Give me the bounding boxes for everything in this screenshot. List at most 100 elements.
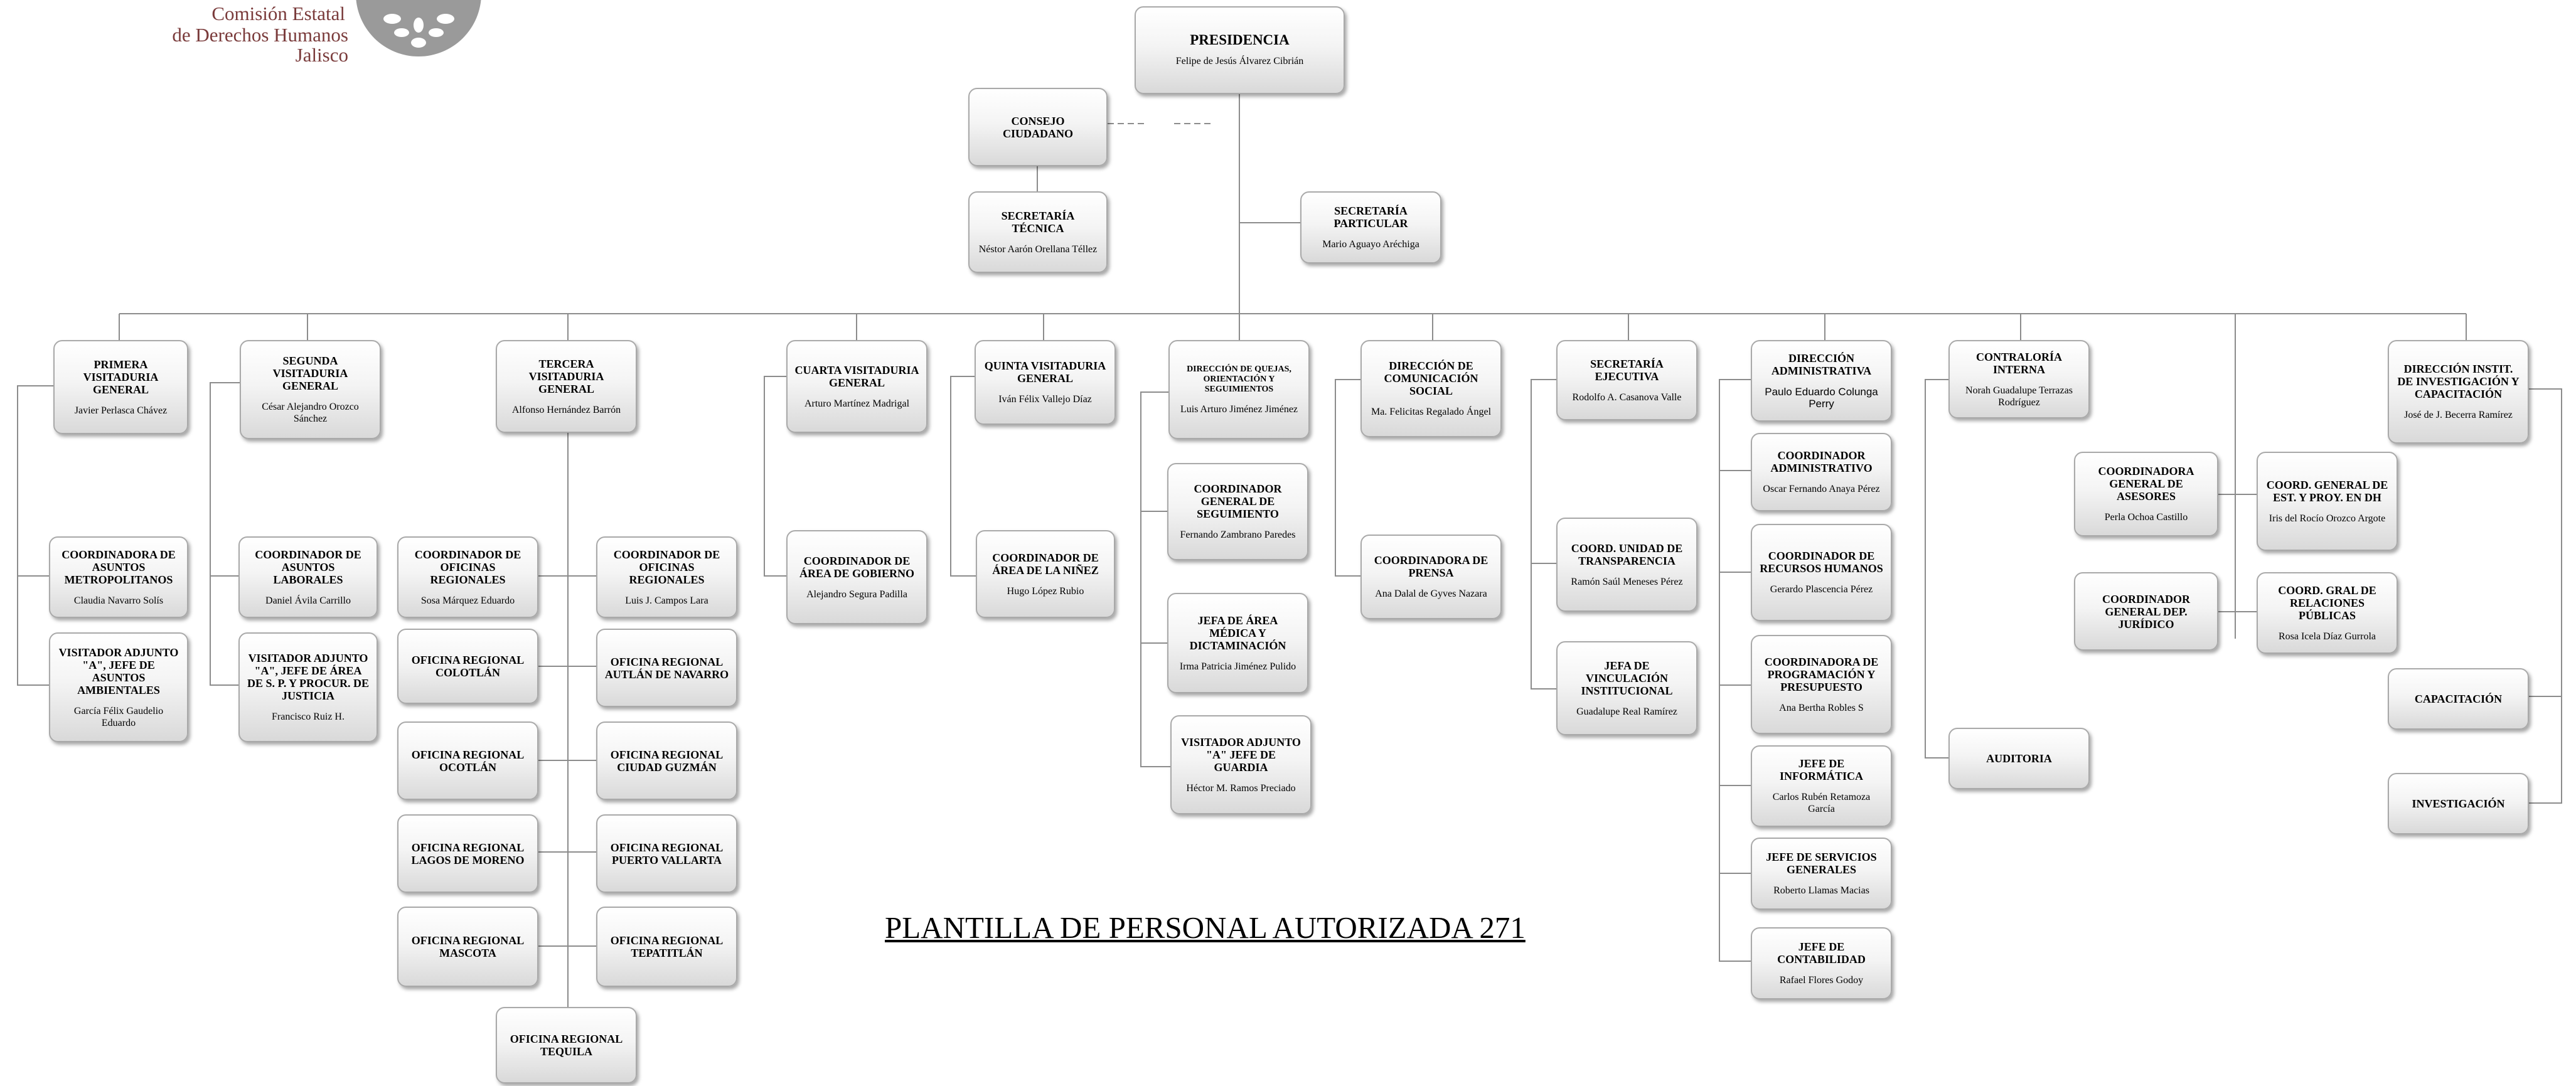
node-direccion-administrativa[interactable]: DIRECCIÓN ADMINISTRATIVA Paulo Eduardo C… [1751,340,1892,422]
node-coord-asuntos-laborales[interactable]: COORDINADOR DE ASUNTOS LABORALES Daniel … [238,536,378,618]
node-coord-juridico[interactable]: COORDINADOR GENERAL DEP. JURÍDICO [2074,572,2218,651]
node-person: Luis J. Campos Lara [625,595,708,606]
node-person: Ana Bertha Robles S [1779,702,1864,713]
node-oficina-tequila[interactable]: OFICINA REGIONAL TEQUILA [496,1007,637,1083]
node-person: Perla Ochoa Castillo [2104,512,2188,523]
node-tercera-visitaduria[interactable]: TERCERA VISITADURIA GENERAL Alfonso Hern… [496,340,637,433]
node-title: OFICINA REGIONAL LAGOS DE MORENO [411,841,525,866]
node-coord-estudios-dh[interactable]: COORD. GENERAL DE EST. Y PROY. EN DH Iri… [2257,452,2398,551]
node-oficina-autlan[interactable]: OFICINA REGIONAL AUTLÁN DE NAVARRO [596,629,737,707]
node-person: Gerardo Plascencia Pérez [1770,584,1873,595]
node-direccion-comunicacion[interactable]: DIRECCIÓN DE COMUNICACIÓN SOCIAL Ma. Fel… [1360,340,1502,437]
node-person: Mario Aguayo Aréchiga [1322,239,1419,250]
node-jefa-area-medica[interactable]: JEFA DE ÁREA MÉDICA Y DICTAMINACIÓN Irma… [1167,593,1308,693]
node-coord-administrativo[interactable]: COORDINADOR ADMINISTRATIVO Oscar Fernand… [1751,433,1892,511]
node-title: CUARTA VISITADURIA GENERAL [794,363,919,389]
node-title: COORDINADOR DE ÁREA DE GOBIERNO [799,554,915,580]
node-coord-asuntos-metropolitanos[interactable]: COORDINADORA DE ASUNTOS METROPOLITANOS C… [49,536,188,618]
node-coord-relaciones-publicas[interactable]: COORD. GRAL DE RELACIONES PÚBLICAS Rosa … [2257,572,2398,654]
node-oficina-vallarta[interactable]: OFICINA REGIONAL PUERTO VALLARTA [596,814,737,893]
node-secretaria-tecnica[interactable]: SECRETARÍA TÉCNICA Néstor Aarón Orellana… [968,191,1108,273]
node-secretaria-ejecutiva[interactable]: SECRETARÍA EJECUTIVA Rodolfo A. Casanova… [1556,340,1697,420]
node-title: SECRETARÍA EJECUTIVA [1590,357,1664,383]
node-coord-asesores[interactable]: COORDINADORA GENERAL DE ASESORES Perla O… [2074,452,2218,536]
node-oficina-tepatitlan[interactable]: OFICINA REGIONAL TEPATITLÁN [596,907,737,987]
node-title: SECRETARÍA PARTICULAR [1333,205,1408,230]
node-title: VISITADOR ADJUNTO "A" JEFE DE GUARDIA [1181,735,1301,774]
node-title: COORDINADOR GENERAL DEP. JURÍDICO [2102,592,2190,631]
node-coord-area-gobierno[interactable]: COORDINADOR DE ÁREA DE GOBIERNO Alejandr… [786,530,927,624]
node-visitador-guardia[interactable]: VISITADOR ADJUNTO "A" JEFE DE GUARDIA Hé… [1170,715,1312,814]
node-title: JEFE DE INFORMÁTICA [1780,757,1863,782]
node-investigacion[interactable]: INVESTIGACIÓN [2388,773,2529,834]
node-title: CAPACITACIÓN [2414,693,2503,705]
hands-emblem-icon [356,0,481,56]
node-jefe-contabilidad[interactable]: JEFE DE CONTABILIDAD Rafael Flores Godoy [1751,927,1892,999]
node-direccion-quejas[interactable]: DIRECCIÓN DE QUEJAS, ORIENTACIÓN Y SEGUI… [1168,340,1310,439]
node-primera-visitaduria[interactable]: PRIMERA VISITADURIA GENERAL Javier Perla… [53,340,188,434]
node-auditoria[interactable]: AUDITORIA [1948,728,2090,789]
node-coord-transparencia[interactable]: COORD. UNIDAD DE TRANSPARENCIA Ramón Saú… [1556,518,1697,612]
node-secretaria-particular[interactable]: SECRETARÍA PARTICULAR Mario Aguayo Aréch… [1300,191,1441,264]
node-capacitacion[interactable]: CAPACITACIÓN [2388,668,2529,730]
node-direccion-instituto[interactable]: DIRECCIÓN INSTIT. DE INVESTIGACIÓN Y CAP… [2388,340,2529,444]
node-person: José de J. Becerra Ramírez [2404,410,2513,420]
node-title: OFICINA REGIONAL PUERTO VALLARTA [610,841,724,866]
node-coord-oficinas-regionales-1[interactable]: COORDINADOR DE OFICINAS REGIONALES Sosa … [397,536,538,618]
node-person: Rosa Icela Díaz Gurrola [2278,631,2376,642]
node-title: COORDINADOR DE ÁREA DE LA NIÑEZ [992,551,1099,577]
node-jefe-servicios-generales[interactable]: JEFE DE SERVICIOS GENERALES Roberto Llam… [1751,838,1892,910]
node-person: Paulo Eduardo Colunga Perry [1765,386,1878,410]
node-title: COORDINADORA GENERAL DE ASESORES [2098,465,2194,503]
node-title: COORDINADOR DE OFICINAS REGIONALES [414,548,521,586]
node-person: Irma Patricia Jiménez Pulido [1179,661,1296,672]
node-title: COORDINADORA DE ASUNTOS METROPOLITANOS [61,548,176,586]
node-contraloria-interna[interactable]: CONTRALORÍA INTERNA Norah Guadalupe Terr… [1948,340,2090,418]
node-quinta-visitaduria[interactable]: QUINTA VISITADURIA GENERAL Iván Félix Va… [975,340,1116,425]
node-person: Néstor Aarón Orellana Téllez [978,243,1098,255]
node-visitador-justicia[interactable]: VISITADOR ADJUNTO "A", JEFE DE ÁREA DE S… [238,632,378,742]
node-title: COORDINADOR DE ASUNTOS LABORALES [255,548,361,586]
node-oficina-guzman[interactable]: OFICINA REGIONAL CIUDAD GUZMÁN [596,721,737,800]
node-person: Iván Félix Vallejo Díaz [998,394,1092,405]
node-jefa-vinculacion[interactable]: JEFA DE VINCULACIÓN INSTITUCIONAL Guadal… [1556,641,1697,735]
node-oficina-mascota[interactable]: OFICINA REGIONAL MASCOTA [397,907,538,987]
node-consejo-ciudadano[interactable]: CONSEJO CIUDADANO [968,88,1108,166]
node-title: JEFE DE SERVICIOS GENERALES [1766,851,1877,876]
node-person: Norah Guadalupe Terrazas Rodríguez [1965,385,2073,408]
node-title: CONSEJO CIUDADANO [1003,114,1073,140]
node-title: OFICINA REGIONAL CIUDAD GUZMÁN [610,748,724,774]
node-person: Daniel Ávila Carrillo [265,595,351,606]
node-oficina-colotlan[interactable]: OFICINA REGIONAL COLOTLÁN [397,629,538,704]
node-person: Héctor M. Ramos Preciado [1186,782,1296,794]
node-person: Hugo López Rubio [1007,585,1084,597]
node-coord-seguimiento[interactable]: COORDINADOR GENERAL DE SEGUIMIENTO Ferna… [1167,463,1308,560]
node-person: Rodolfo A. Casanova Valle [1572,391,1682,403]
node-title: OFICINA REGIONAL COLOTLÁN [411,654,525,679]
node-title: TERCERA VISITADURIA GENERAL [528,357,604,395]
node-title: OFICINA REGIONAL MASCOTA [411,934,525,959]
node-coord-oficinas-regionales-2[interactable]: COORDINADOR DE OFICINAS REGIONALES Luis … [596,536,737,618]
node-coord-area-ninez[interactable]: COORDINADOR DE ÁREA DE LA NIÑEZ Hugo Lóp… [976,530,1115,618]
node-person: Ma. Felicitas Regalado Ángel [1371,407,1492,417]
node-title: COORDINADOR DE OFICINAS REGIONALES [613,548,720,586]
node-cuarta-visitaduria[interactable]: CUARTA VISITADURIA GENERAL Arturo Martín… [786,340,927,433]
node-title: DIRECCIÓN INSTIT. DE INVESTIGACIÓN Y CAP… [2397,363,2520,400]
node-coord-recursos-humanos[interactable]: COORDINADOR DE RECURSOS HUMANOS Gerardo … [1751,524,1892,621]
node-title: OFICINA REGIONAL TEQUILA [510,1033,623,1058]
node-coord-prensa[interactable]: COORDINADORA DE PRENSA Ana Dalal de Gyve… [1360,535,1502,619]
node-person: Ana Dalal de Gyves Nazara [1375,588,1487,599]
node-title: COORDINADOR DE RECURSOS HUMANOS [1760,550,1883,575]
node-oficina-lagos[interactable]: OFICINA REGIONAL LAGOS DE MORENO [397,814,538,893]
node-coord-presupuesto[interactable]: COORDINADORA DE PROGRAMACIÓN Y PRESUPUES… [1751,635,1892,734]
node-title: QUINTA VISITADURIA GENERAL [984,359,1106,385]
node-jefe-informatica[interactable]: JEFE DE INFORMÁTICA Carlos Rubén Retamoz… [1751,745,1892,827]
node-title: COORD. GRAL DE RELACIONES PÚBLICAS [2278,583,2376,622]
node-presidencia[interactable]: PRESIDENCIA Felipe de Jesús Álvarez Cibr… [1135,6,1345,94]
node-segunda-visitaduria[interactable]: SEGUNDA VISITADURIA GENERAL César Alejan… [240,340,381,439]
node-person: Felipe de Jesús Álvarez Cibrián [1175,55,1304,67]
node-visitador-ambientales[interactable]: VISITADOR ADJUNTO "A", JEFE DE ASUNTOS A… [49,632,188,742]
node-oficina-ocotlan[interactable]: OFICINA REGIONAL OCOTLÁN [397,721,538,800]
